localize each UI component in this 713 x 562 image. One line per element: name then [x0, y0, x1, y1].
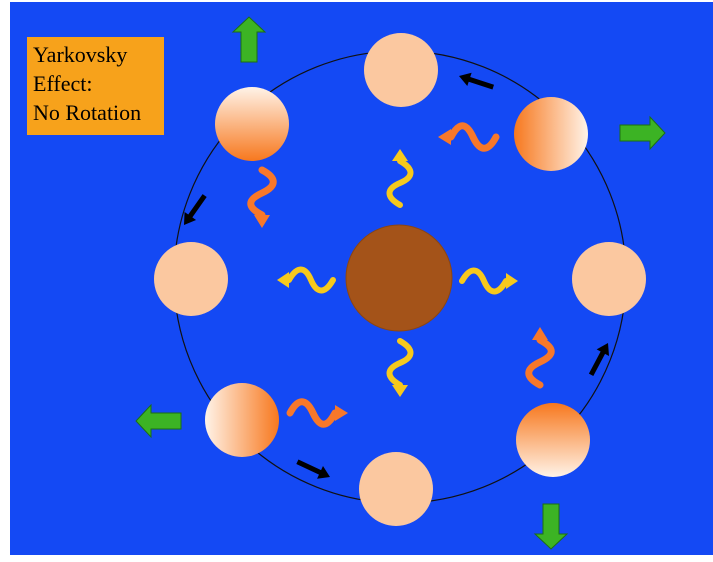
- orbit-direction-arrow-top-icon: [456, 69, 496, 94]
- thermal-radiation-top-left-icon: [251, 170, 274, 228]
- title-line-2: Effect:: [33, 71, 93, 96]
- sun: [345, 224, 453, 332]
- asteroid-bottom: [359, 452, 433, 526]
- solar-radiation-up-icon: [390, 149, 411, 205]
- asteroid-bottom-right: [516, 403, 590, 477]
- solar-radiation-right-icon: [462, 271, 518, 292]
- solar-radiation-down-icon: [390, 341, 411, 397]
- asteroid-top: [364, 33, 438, 107]
- asteroid-top-left: [215, 87, 289, 161]
- solar-radiation-left-icon: [277, 270, 333, 291]
- force-arrow-right-icon: [619, 116, 666, 150]
- title-line-3: No Rotation: [33, 100, 142, 125]
- thermal-radiation-bottom-right-icon: [529, 327, 552, 385]
- thermal-radiation-top-right-icon: [438, 126, 496, 149]
- force-arrow-left-icon: [135, 404, 182, 438]
- asteroid-bottom-left: [205, 383, 279, 457]
- title-box: Yarkovsky Effect: No Rotation: [27, 37, 164, 135]
- orbit-direction-arrow-lower-right-icon: [584, 339, 615, 379]
- force-arrow-down-icon: [534, 503, 568, 550]
- force-arrow-up-icon: [232, 16, 266, 63]
- orbit-direction-arrow-upper-left-icon: [178, 191, 211, 230]
- thermal-radiation-bottom-left-icon: [290, 402, 348, 425]
- asteroid-right: [572, 242, 646, 316]
- title-line-1: Yarkovsky: [33, 42, 128, 67]
- asteroid-top-right: [514, 97, 588, 171]
- asteroid-left: [154, 242, 228, 316]
